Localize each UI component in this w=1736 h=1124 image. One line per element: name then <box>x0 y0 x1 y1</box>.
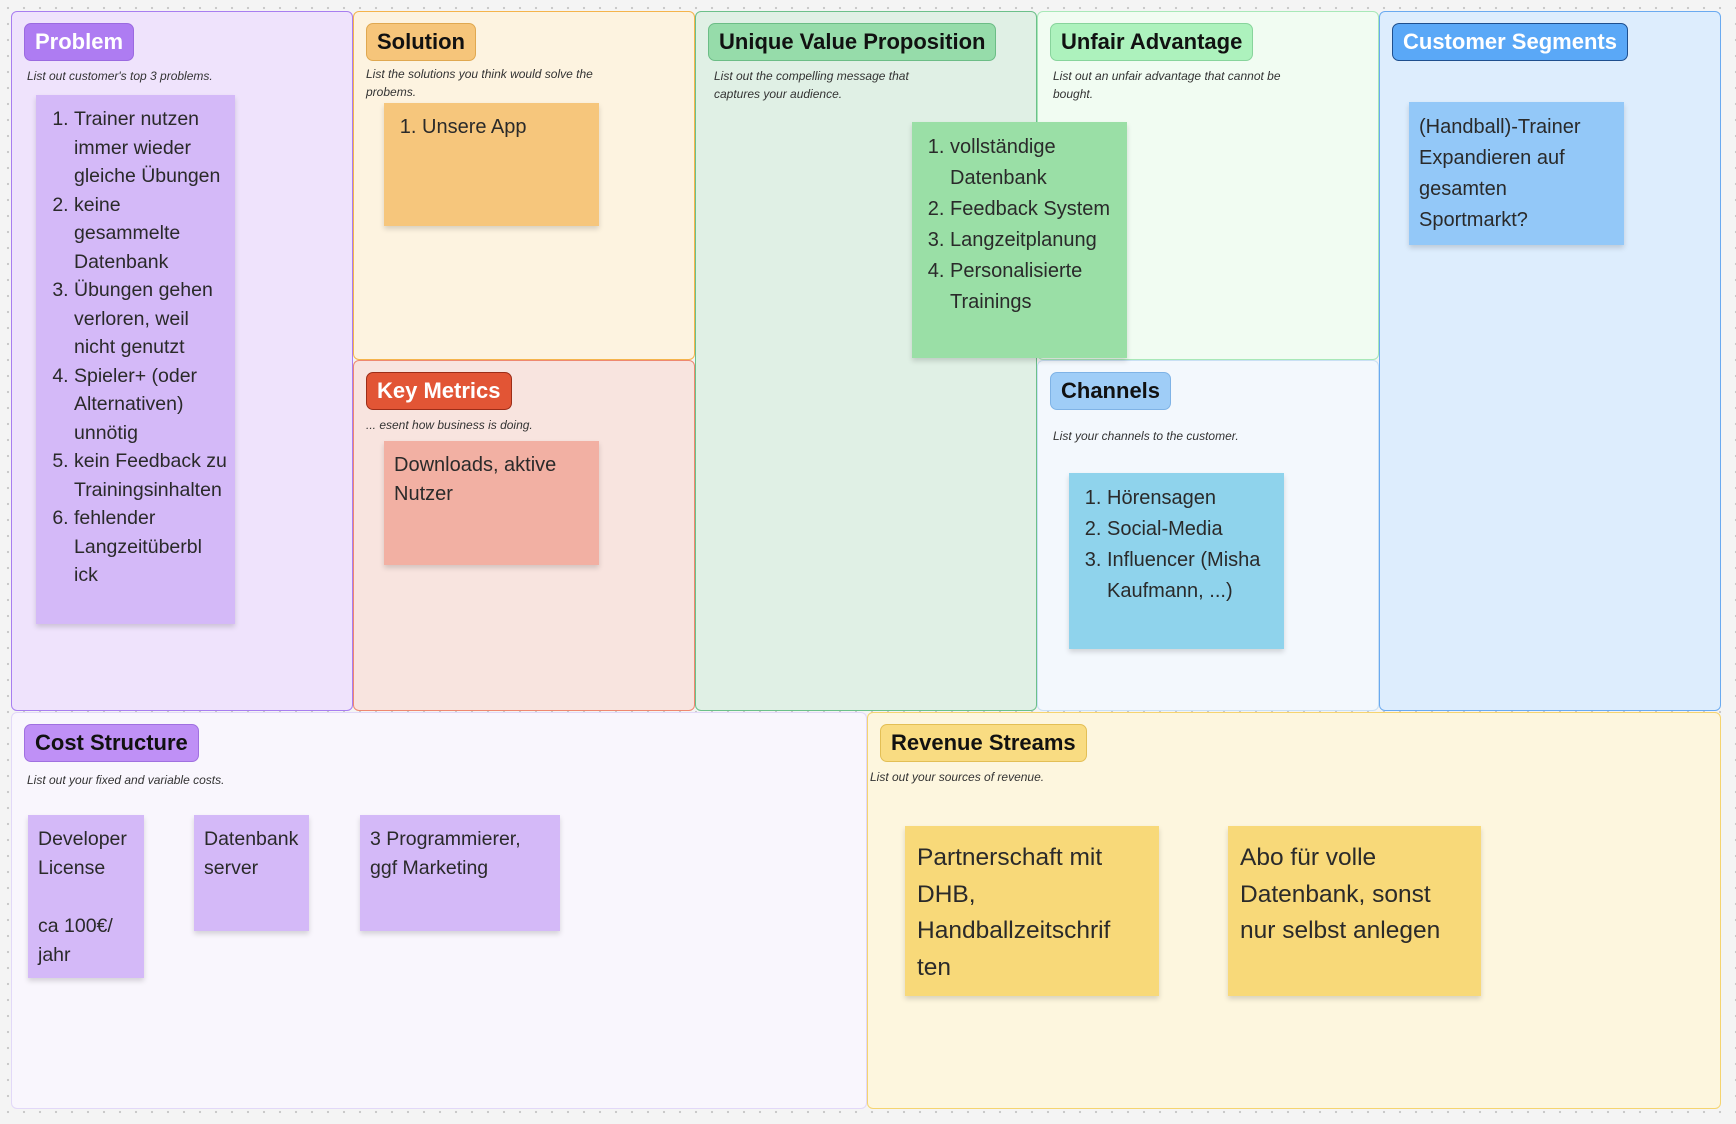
cost-sticky[interactable]: Datenbank server <box>194 815 309 931</box>
solution-panel: Solution List the solutions you think wo… <box>353 11 695 360</box>
list-item: Unsere App <box>422 113 591 142</box>
uvp-hint: List out the compelling message that cap… <box>714 69 909 101</box>
revenue-sticky[interactable]: Partnerschaft mit DHB, Handballzeitschri… <box>905 826 1159 996</box>
solution-title: Solution <box>366 23 476 61</box>
problem-panel: Problem List out customer's top 3 proble… <box>11 11 353 711</box>
sticky-text: 3 Programmierer, ggf Marketing <box>370 828 521 879</box>
revenue-streams-panel: Revenue Streams List out your sources of… <box>867 712 1721 1109</box>
list-item: Influencer (Misha Kaufmann, ...) <box>1107 545 1274 607</box>
sticky-text: Developer License ca 100€/ jahr <box>38 828 127 966</box>
key-metrics-sticky[interactable]: Downloads, aktive Nutzer <box>384 441 599 565</box>
list-item: Feedback System <box>950 194 1119 225</box>
sticky-text: Abo für volle Datenbank, sonst nur selbs… <box>1240 844 1441 944</box>
list-item: Social-Media <box>1107 514 1274 545</box>
customer-segments-title: Customer Segments <box>1392 23 1628 61</box>
list-item: keine gesammelte Datenbank <box>74 191 227 277</box>
uvp-title: Unique Value Proposition <box>708 23 997 61</box>
revenue-sticky[interactable]: Abo für volle Datenbank, sonst nur selbs… <box>1228 826 1481 996</box>
sticky-text: Datenbank server <box>204 828 299 879</box>
unfair-advantage-hint: List out an unfair advantage that cannot… <box>1053 69 1281 101</box>
problem-hint: List out customer's top 3 problems. <box>27 69 213 83</box>
list-item: Hörensagen <box>1107 483 1274 514</box>
list-item: Personalisierte Trainings <box>950 256 1119 318</box>
sticky-text: Partnerschaft mit DHB, Handballzeitschri… <box>917 844 1111 981</box>
list-item: kein Feedback zu Trainingsinhalten <box>74 447 227 504</box>
uvp-sticky[interactable]: vollständige Datenbank Feedback System L… <box>912 122 1127 358</box>
list-item: Trainer nutzen immer wieder gleiche Übun… <box>74 105 227 191</box>
cost-structure-hint: List out your fixed and variable costs. <box>27 773 225 787</box>
problem-sticky[interactable]: Trainer nutzen immer wieder gleiche Übun… <box>36 95 235 624</box>
channels-sticky[interactable]: Hörensagen Social-Media Influencer (Mish… <box>1069 473 1284 649</box>
key-metrics-title: Key Metrics <box>366 372 512 410</box>
unfair-advantage-title: Unfair Advantage <box>1050 23 1254 61</box>
solution-hint: List the solutions you think would solve… <box>366 67 593 99</box>
customer-segments-sticky[interactable]: (Handball)-Trainer Expandieren auf gesam… <box>1409 102 1624 245</box>
list-item: fehlender Langzeitüberbl ick <box>74 504 227 590</box>
list-item: Spieler+ (oder Alternativen) unnötig <box>74 362 227 448</box>
cost-sticky[interactable]: Developer License ca 100€/ jahr <box>28 815 144 978</box>
channels-title: Channels <box>1050 372 1172 410</box>
channels-panel: Channels List your channels to the custo… <box>1037 360 1379 711</box>
key-metrics-panel: Key Metrics ... esent how business is do… <box>353 360 695 711</box>
cost-structure-title: Cost Structure <box>24 724 199 762</box>
list-item: Langzeitplanung <box>950 225 1119 256</box>
cost-sticky[interactable]: 3 Programmierer, ggf Marketing <box>360 815 560 931</box>
sticky-text: (Handball)-Trainer Expandieren auf gesam… <box>1419 116 1581 231</box>
solution-sticky[interactable]: Unsere App <box>384 103 599 226</box>
list-item: Übungen gehen verloren, weil nicht genut… <box>74 276 227 362</box>
uvp-panel: Unique Value Proposition List out the co… <box>695 11 1037 711</box>
revenue-streams-hint: List out your sources of revenue. <box>870 770 1045 784</box>
channels-hint: List your channels to the customer. <box>1053 429 1239 443</box>
customer-segments-panel: Customer Segments (Handball)-Trainer Exp… <box>1379 11 1721 711</box>
sticky-text: Downloads, aktive Nutzer <box>394 454 557 505</box>
list-item: vollständige Datenbank <box>950 132 1119 194</box>
problem-title: Problem <box>24 23 135 61</box>
revenue-streams-title: Revenue Streams <box>880 724 1087 762</box>
key-metrics-hint: ... esent how business is doing. <box>366 418 533 432</box>
cost-structure-panel: Cost Structure List out your fixed and v… <box>11 712 867 1109</box>
